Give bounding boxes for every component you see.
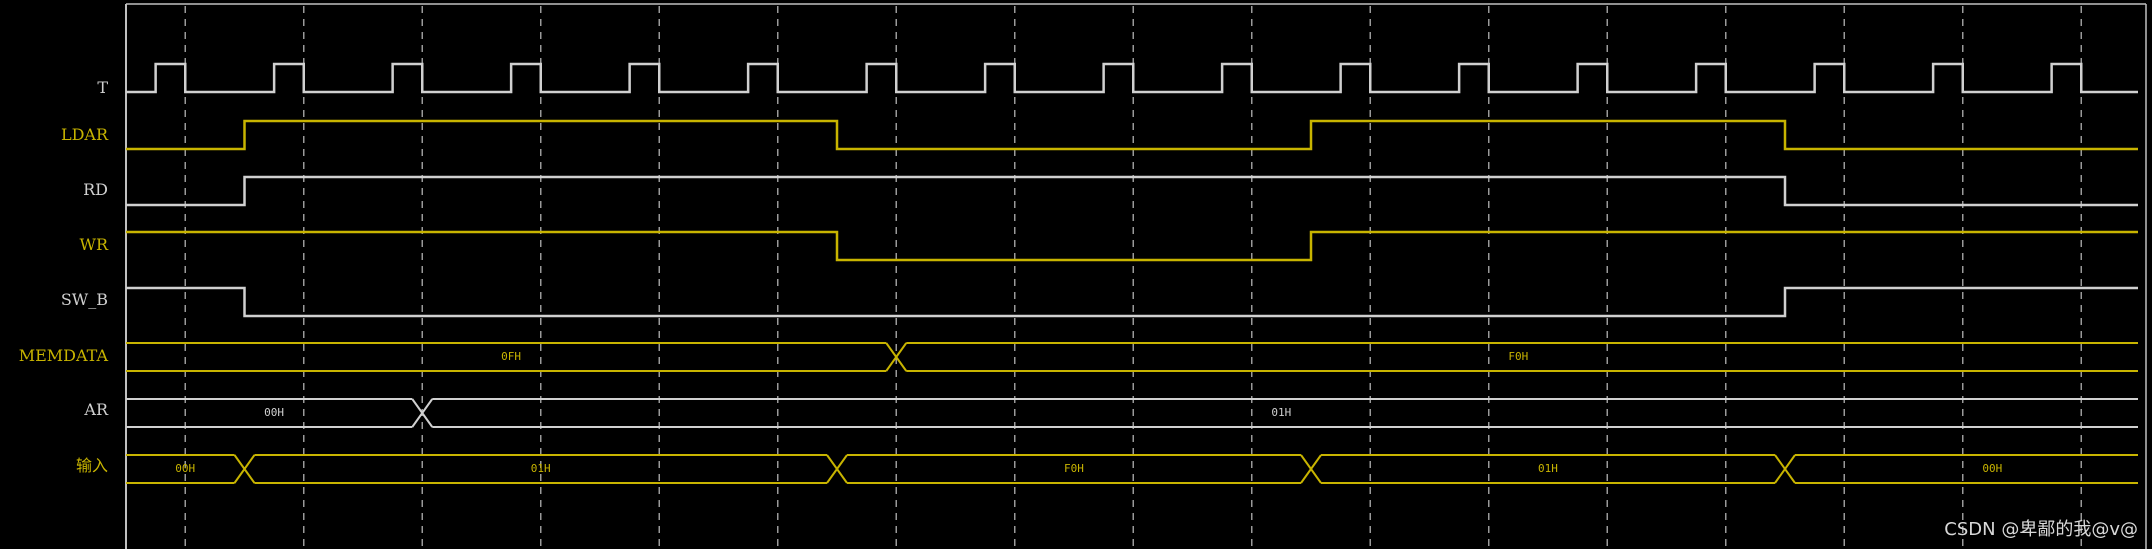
signal-label: 输入 [75, 456, 108, 475]
waveform-LDAR [126, 119, 2138, 151]
waveform-T [126, 62, 2138, 94]
bus-transition [885, 342, 908, 372]
bus-transition [411, 398, 434, 428]
bus-transition [233, 454, 256, 484]
signal-label: SW_B [60, 290, 108, 309]
watermark: CSDN @卑鄙的我@v@ [1944, 519, 2138, 540]
bus-value: F0H [1508, 350, 1529, 363]
bus-transition [1300, 454, 1322, 484]
bus-value: 0FH [501, 350, 521, 363]
bus-value: 00H [1982, 462, 2003, 475]
bus-value: 00H [175, 462, 196, 475]
signal-label: T [97, 78, 108, 97]
signal-label: LDAR [60, 125, 108, 144]
bus-transition [1774, 454, 1796, 484]
waveform-SW_B [126, 286, 2138, 318]
waveform-RD [126, 175, 2138, 207]
bus-value: 01H [1538, 462, 1558, 475]
signal-label: AR [84, 400, 108, 419]
signal-label: MEMDATA [18, 346, 108, 365]
waveform-WR [126, 230, 2138, 262]
bus-value: 01H [1271, 406, 1292, 419]
bus-transition [826, 454, 848, 484]
bus-value: F0H [1064, 462, 1084, 475]
bus-value: 00H [264, 406, 284, 419]
bus-value: 01H [530, 462, 551, 475]
signal-label: RD [83, 180, 108, 199]
signal-label: WR [79, 235, 109, 254]
